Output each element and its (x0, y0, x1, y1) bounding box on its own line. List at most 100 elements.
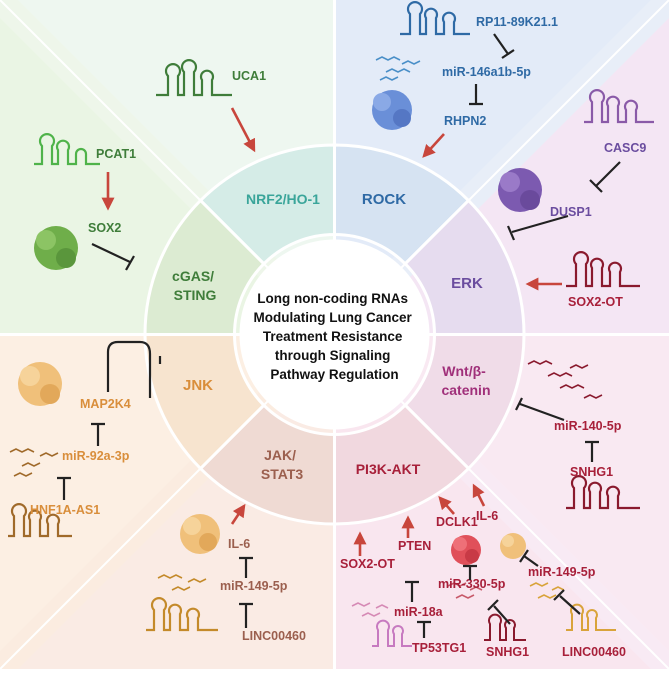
hnf1a-lncrna-icon (8, 503, 72, 538)
label-mir140: miR-140-5p (554, 419, 622, 433)
label-map2k4: MAP2K4 (80, 397, 131, 411)
pathway-wnt: Wnt/β- catenin (441, 363, 490, 398)
segment-rock (333, 143, 471, 266)
mir149-pi3k-mirna-icon (529, 582, 565, 599)
inhibition-lines (57, 33, 621, 638)
label-il6-jak: IL-6 (228, 537, 250, 551)
pathway-jak-line-1: JAK/ (264, 447, 296, 463)
inhibit-mir92-map2k4 (91, 422, 105, 446)
segment-erk (403, 198, 526, 336)
inhibit-casc9-dusp1 (589, 161, 621, 193)
inhibit-mir18a-pten (405, 580, 419, 602)
arrow-uca1-nrf2 (230, 107, 256, 153)
label-tp53tg1: TP53TG1 (412, 641, 466, 655)
snhg1-pi3k-lncrna-icon (484, 613, 526, 641)
pathway-erk: ERK (451, 275, 483, 292)
label-snhg1-pi3k: SNHG1 (486, 645, 529, 659)
pathway-jak-line-2: STAT3 (261, 466, 303, 482)
label-hnf1a: HNF1A-AS1 (30, 503, 100, 517)
label-uca1: UCA1 (232, 69, 266, 83)
inhibit-mir146-rhpn2 (469, 84, 483, 106)
label-snhg1-wnt: SNHG1 (570, 465, 613, 479)
mir18a-mirna-icon (351, 602, 389, 617)
center-line-2: Modulating Lung Cancer (253, 310, 412, 325)
inhibit-mir149-il6-pi3k (519, 549, 539, 567)
inhibit-sox2-cgas (91, 243, 135, 271)
mir330-mirna-icon (447, 582, 483, 599)
label-pcat1: PCAT1 (96, 147, 136, 161)
dusp1-protein-icon (498, 168, 542, 212)
label-mir330: miR-330-5p (438, 577, 506, 591)
pathway-cgas-line-1: cGAS/ (172, 268, 214, 284)
center-circle (239, 239, 430, 430)
center-line-3: Treatment Resistance (263, 329, 403, 344)
mir149-jak-mirna-icon (157, 574, 207, 591)
inhibit-linc-mir149-pi3k (553, 589, 581, 615)
dclk1-protein-icon (451, 535, 481, 565)
label-mir92: miR-92a-3p (62, 449, 130, 463)
pathway-pi3k: PI3K-AKT (356, 461, 421, 477)
inhibit-rp11-mir146 (493, 33, 515, 59)
inhibit-hnf1a-mir92 (57, 476, 71, 500)
il6-jak-protein-icon (180, 514, 220, 554)
mir146-mirna-icon (375, 56, 421, 81)
mir92-mirna-icon (9, 448, 59, 477)
inhibit-map2k4-jnk (106, 340, 162, 398)
mir140-mirna-icon (527, 360, 603, 399)
label-rhpn2: RHPN2 (444, 114, 486, 128)
inhibit-dusp1-erk (506, 214, 569, 241)
linc-jak-lncrna-icon (146, 597, 218, 632)
inhibit-mir149-il6 (239, 556, 253, 578)
pathway-jak: JAK/ STAT3 (261, 447, 303, 482)
arrow-dclk1-pi3k (438, 496, 455, 515)
inhibit-linc-mir149 (239, 602, 253, 628)
casc9-lncrna-icon (584, 89, 654, 124)
snhg1-wnt-lncrna-icon (566, 475, 640, 510)
segment-cgas (143, 198, 266, 336)
label-dusp1: DUSP1 (550, 205, 592, 219)
tp53tg1-lncrna-icon (372, 619, 412, 647)
segment-jak (198, 403, 336, 526)
label-mir146: miR-146a1b-5p (442, 65, 531, 79)
label-sox2ot-pi3k: SOX2-OT (340, 557, 395, 571)
center-line-1: Long non-coding RNAs (257, 291, 408, 306)
activation-arrows (101, 107, 562, 556)
pathway-nrf2: NRF2/HO-1 (246, 191, 320, 207)
label-pten: PTEN (398, 539, 431, 553)
pathway-cgas: cGAS/ STING (172, 268, 218, 303)
arrow-il6-pi3k (472, 483, 486, 507)
inhibit-mir140-wnt (515, 397, 565, 422)
label-sox2ot-erk: SOX2-OT (568, 295, 623, 309)
label-casc9: CASC9 (604, 141, 646, 155)
label-mir149-jak: miR-149-5p (220, 579, 288, 593)
label-il6-pi3k: IL-6 (476, 509, 498, 523)
sox2ot-erk-lncrna-icon (566, 251, 640, 288)
uca1-lncrna-icon (156, 59, 232, 97)
map2k4-protein-icon (18, 362, 62, 406)
arrow-rhpn2-rock (422, 133, 445, 158)
label-mir18a: miR-18a (394, 605, 444, 619)
label-sox2: SOX2 (88, 221, 121, 235)
segment-wnt (403, 333, 526, 471)
inhibit-snhg1-mir330 (487, 599, 511, 625)
center-title: Long non-coding RNAs Modulating Lung Can… (253, 291, 415, 382)
center-line-5: Pathway Regulation (270, 367, 398, 382)
il6-pi3k-protein-icon (500, 533, 526, 559)
pathway-wnt-line-1: Wnt/β- (442, 363, 486, 379)
center-line-4: through Signaling (275, 348, 390, 363)
pathway-wnt-line-2: catenin (441, 382, 490, 398)
inhibit-snhg1-mir140 (585, 440, 599, 462)
pathway-ring (143, 143, 526, 526)
pathway-cgas-line-2: STING (174, 287, 217, 303)
pathway-rock: ROCK (362, 191, 406, 208)
label-linc-pi3k: LINC00460 (562, 645, 626, 659)
pcat1-lncrna-icon (34, 133, 100, 166)
inhibit-mir330-dclk1 (463, 564, 477, 580)
arrow-il6-jak (230, 503, 246, 525)
inhibit-tp53tg1-mir18a (417, 620, 431, 638)
label-dclk1: DCLK1 (436, 515, 478, 529)
label-rp11: RP11-89K21.1 (476, 15, 558, 29)
segment-pi3k (333, 403, 471, 526)
